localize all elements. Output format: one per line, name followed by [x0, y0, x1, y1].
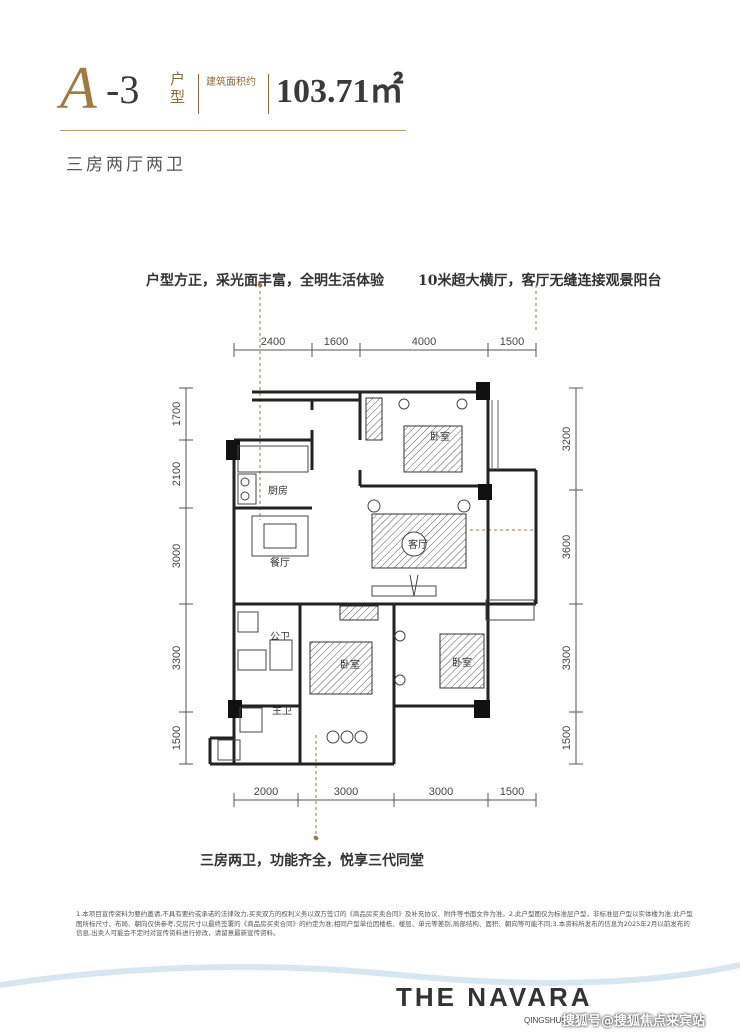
area-label: 建筑面积约 — [206, 77, 256, 88]
brand-logo-text: THE NAVARA — [396, 982, 593, 1012]
room-label-bedroom-right: 卧室 — [452, 656, 472, 669]
dimension-labels: 2400 1600 4000 1500 2000 3000 3000 1500 … — [171, 336, 573, 798]
disclaimer-text: 1.本项目宣传资料为要约邀请,不具有要约或承诺的法律效力,买卖双方的权利义务以双… — [76, 910, 693, 937]
unit-number: -3 — [106, 67, 140, 112]
dim-right-2: 3600 — [561, 535, 573, 559]
title-divider — [198, 74, 199, 114]
room-label-bedroom-mid: 卧室 — [340, 658, 360, 671]
dim-bottom-2: 3000 — [334, 786, 358, 798]
dim-left-2: 2100 — [171, 462, 183, 486]
feature-text-bottom: 三房两卫，功能齐全，悦享三代同堂 — [200, 853, 424, 869]
room-label-public-bath: 公卫 — [270, 632, 290, 643]
dim-top-2: 1600 — [324, 336, 348, 348]
dim-top-3: 4000 — [412, 336, 436, 348]
watermark-text: 搜狐号@搜狐焦点来宾站 — [562, 1014, 706, 1029]
dim-top-1: 2400 — [261, 336, 285, 348]
bottom-wave — [0, 962, 740, 988]
room-label-kitchen: 厨房 — [268, 484, 288, 497]
callout-lines — [257, 282, 537, 841]
dim-bottom-1: 2000 — [254, 786, 278, 798]
layout-subtitle: 三房两厅两卫 — [66, 155, 186, 175]
feature-text-top-right: 10米超大横厅，客厅无缝连接观景阳台 — [418, 273, 662, 289]
room-label-living: 客厅 — [408, 538, 428, 551]
dim-bottom-3: 3000 — [429, 786, 453, 798]
dim-left-1: 1700 — [171, 402, 183, 426]
structural-columns — [226, 382, 492, 718]
huxing-label: 户型 — [170, 70, 186, 106]
dim-left-4: 3300 — [171, 646, 183, 670]
dim-left-5: 1500 — [171, 726, 183, 750]
dim-right-4: 1500 — [561, 726, 573, 750]
walls — [208, 390, 538, 766]
dim-left-3: 3000 — [171, 544, 183, 568]
room-label-dining: 餐厅 — [270, 556, 290, 569]
furniture-hatched — [309, 397, 485, 695]
room-label-bedroom-top: 卧室 — [430, 430, 450, 443]
dimension-lines — [179, 343, 583, 807]
unit-letter: A — [60, 55, 97, 121]
dim-right-1: 3200 — [561, 427, 573, 451]
dim-bottom-4: 1500 — [500, 786, 524, 798]
dim-top-4: 1500 — [500, 336, 524, 348]
title-underline — [60, 130, 406, 131]
room-labels: 卧室 厨房 客厅 餐厅 公卫 主卫 卧室 卧室 — [268, 430, 472, 717]
feature-text-top-left: 户型方正，采光面丰富，全明生活体验 — [146, 273, 384, 289]
area-value: 103.71㎡ — [276, 73, 404, 110]
room-label-master-bath: 主卫 — [272, 705, 292, 717]
fixtures — [217, 398, 535, 761]
title-divider — [268, 74, 269, 114]
dim-right-3: 3300 — [561, 646, 573, 670]
brand-subtext: QINGSHUI — [524, 1016, 564, 1025]
